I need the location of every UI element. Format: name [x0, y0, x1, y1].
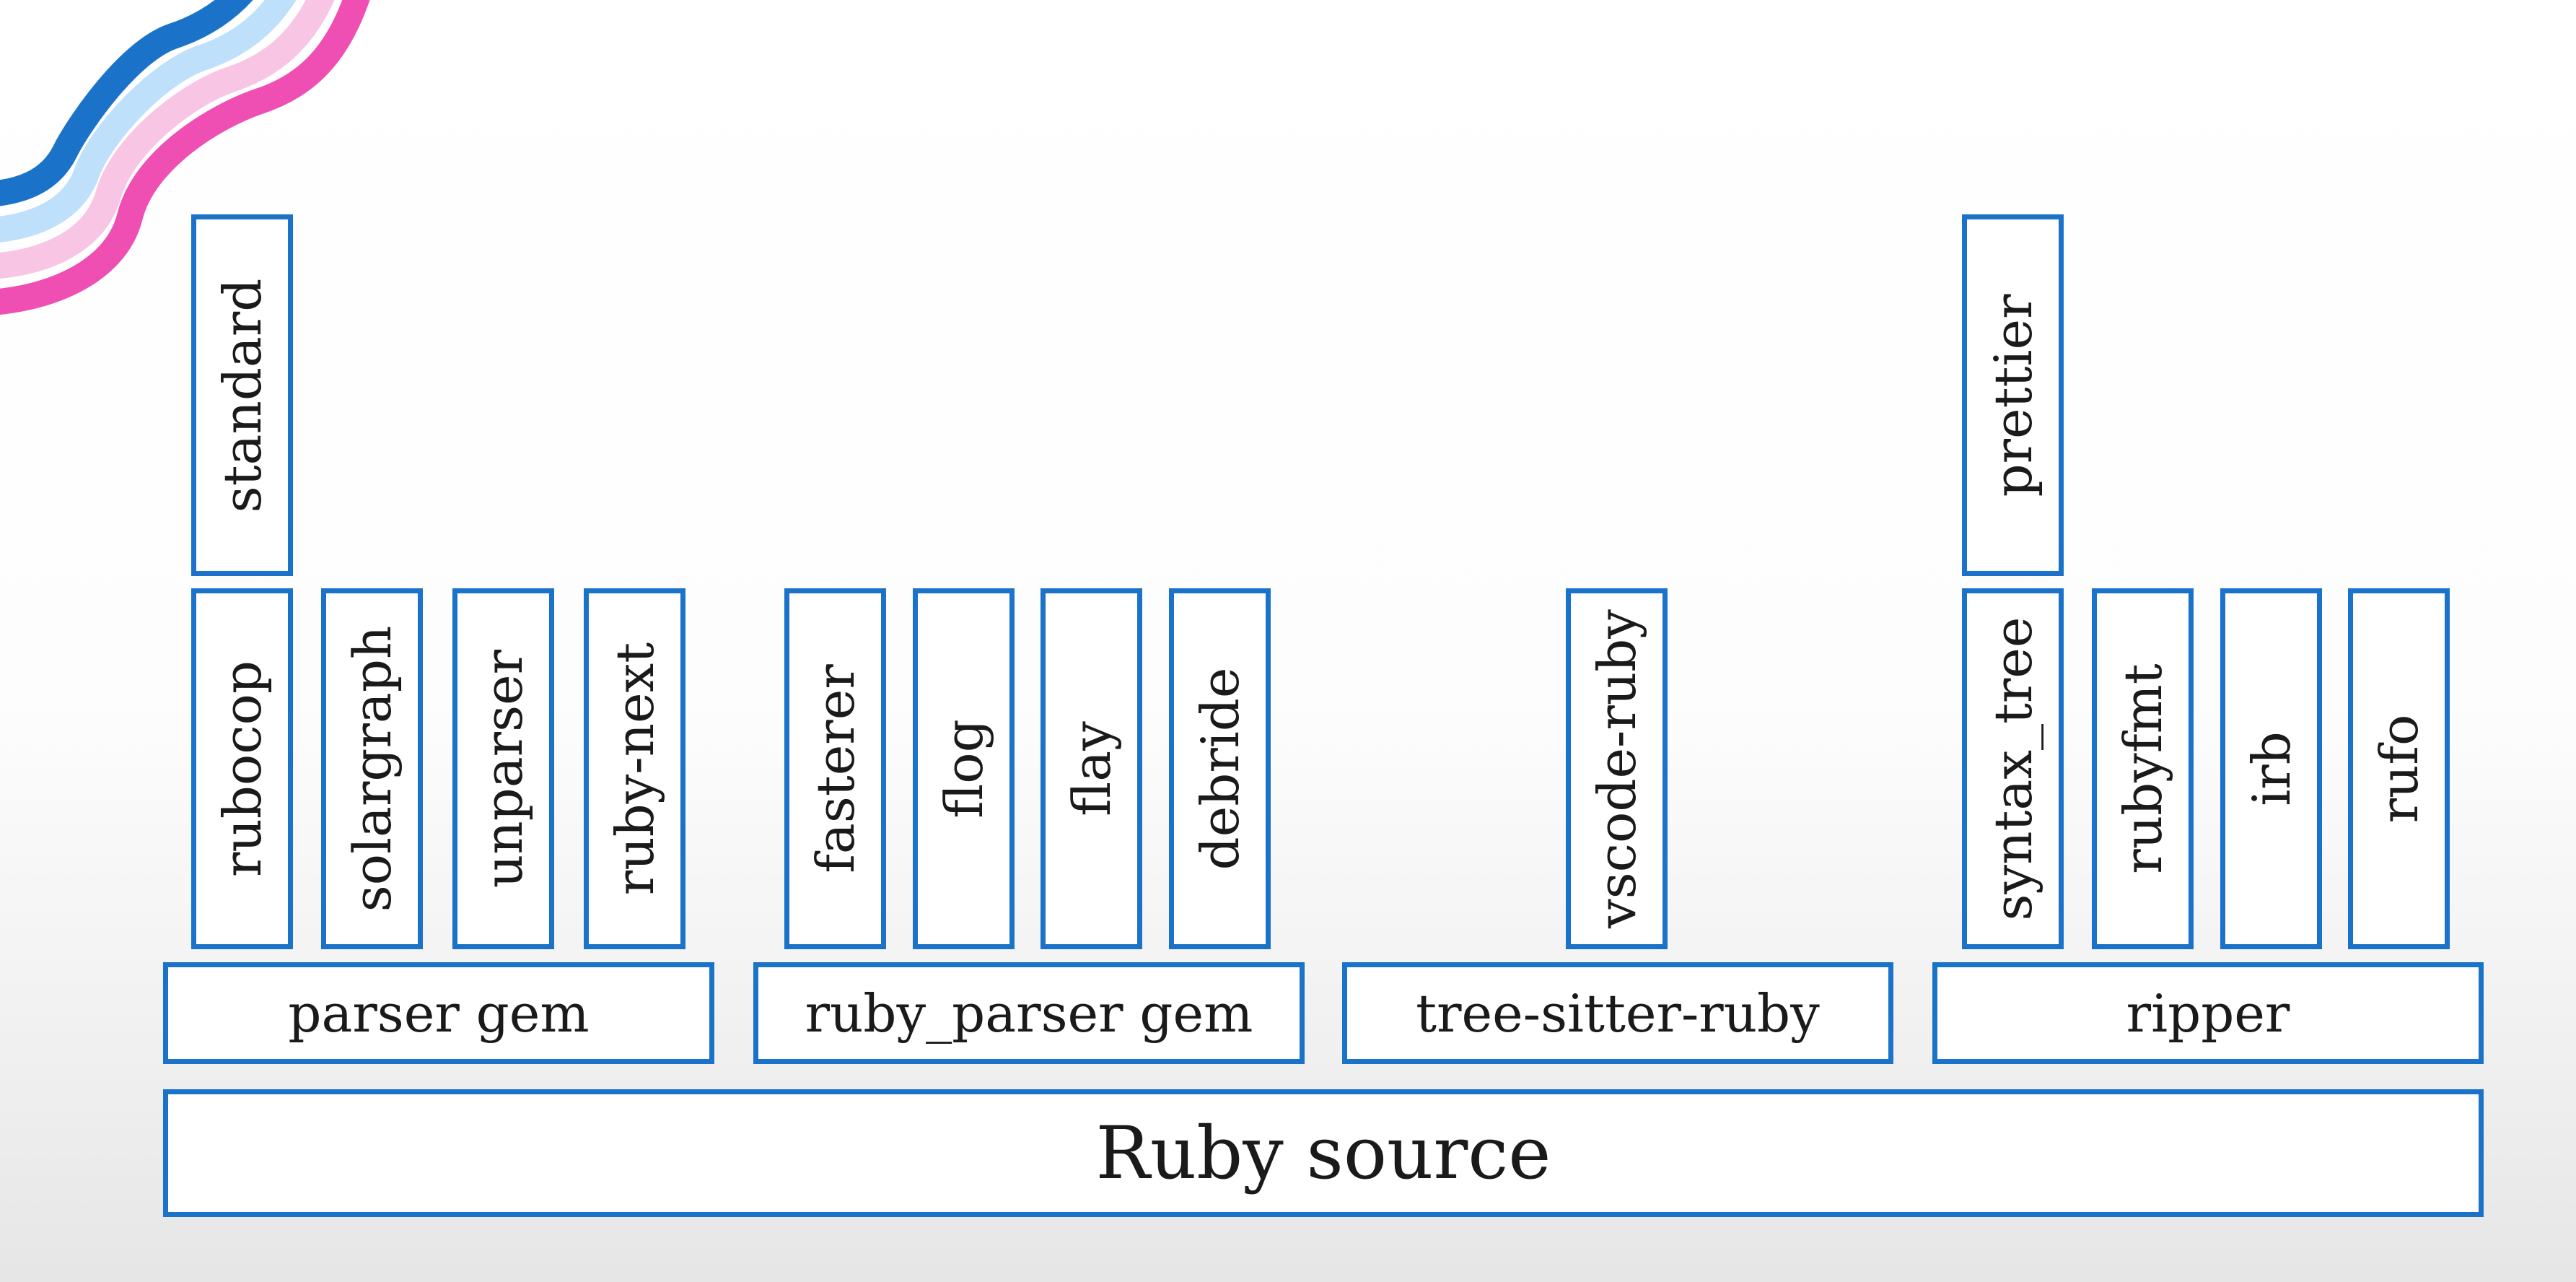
tool-label: irb [2240, 731, 2302, 806]
source-label: Ruby source [1095, 1110, 1551, 1195]
parser-label: tree-sitter-ruby [1416, 982, 1820, 1044]
tool-box-ruby-next: ruby-next [584, 588, 685, 949]
tool-box-standard: standard [191, 214, 293, 576]
parser-box-parser-gem: parser gem [163, 962, 714, 1064]
parser-label: parser gem [288, 982, 590, 1044]
parser-label: ruby_parser gem [805, 982, 1253, 1044]
tool-label: unparser [473, 649, 534, 889]
parser-box-tree-sitter-ruby: tree-sitter-ruby [1342, 962, 1893, 1064]
tool-label: rubocop [211, 660, 273, 877]
tool-label: prettier [1982, 293, 2043, 497]
tool-label: flay [1061, 721, 1122, 816]
tool-label: flog [933, 719, 994, 819]
tool-box-rubyfmt: rubyfmt [2092, 588, 2194, 949]
tool-box-solargraph: solargraph [321, 588, 423, 949]
tool-box-debride: debride [1169, 588, 1271, 949]
tool-box-syntax-tree: syntax_tree [1962, 588, 2064, 949]
tool-label: ruby-next [604, 642, 665, 896]
tool-label: rubyfmt [2112, 663, 2173, 874]
tool-label: solargraph [341, 625, 403, 912]
tool-label: vscode-ruby [1586, 609, 1647, 928]
tool-box-rubocop: rubocop [191, 588, 293, 949]
tool-label: syntax_tree [1982, 616, 2043, 921]
tool-box-unparser: unparser [452, 588, 554, 949]
tool-label: debride [1189, 667, 1250, 871]
tool-label: standard [211, 278, 273, 513]
parser-box-ruby-parser-gem: ruby_parser gem [753, 962, 1305, 1064]
tool-box-rufo: rufo [2348, 588, 2450, 949]
tool-box-vscode-ruby: vscode-ruby [1566, 588, 1668, 949]
parser-label: ripper [2126, 982, 2290, 1044]
tool-label: fasterer [805, 664, 866, 873]
source-box: Ruby source [163, 1089, 2484, 1217]
decorative-wave-icon [0, 0, 370, 315]
tool-box-flog: flog [913, 588, 1015, 949]
tool-label: rufo [2368, 714, 2430, 824]
tool-box-fasterer: fasterer [784, 588, 886, 949]
tool-box-flay: flay [1041, 588, 1142, 949]
parser-box-ripper: ripper [1932, 962, 2484, 1064]
tool-box-irb: irb [2220, 588, 2322, 949]
tool-box-prettier: prettier [1962, 214, 2064, 576]
